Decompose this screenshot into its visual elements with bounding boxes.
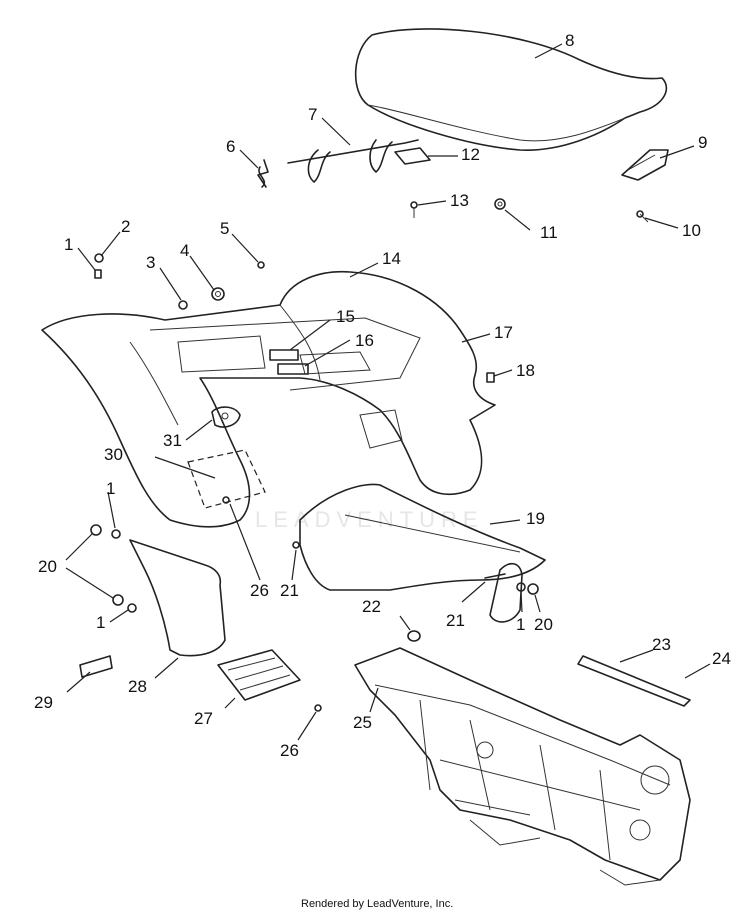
callout-10: 10 — [682, 221, 701, 240]
callout-22: 22 — [362, 597, 381, 616]
screw-10 — [636, 210, 649, 223]
fastener-1-top — [94, 269, 102, 279]
callout-6: 6 — [226, 137, 235, 156]
callout-15: 15 — [336, 307, 355, 326]
callout-2: 2 — [121, 217, 130, 236]
washer-20-bottom — [112, 594, 124, 606]
callout-1-right: 1 — [516, 615, 525, 634]
callout-21-left: 21 — [280, 581, 299, 600]
rear-fender-body — [41, 270, 496, 528]
screw-13 — [410, 201, 418, 218]
callout-17: 17 — [494, 323, 513, 342]
leader-lines — [65, 43, 711, 741]
callout-3: 3 — [146, 253, 155, 272]
callout-31: 31 — [163, 431, 182, 450]
washer-1-top — [111, 529, 121, 539]
callout-25: 25 — [353, 713, 372, 732]
callout-labels: 1 2 3 4 5 6 7 8 9 10 11 12 13 14 15 16 1… — [34, 31, 731, 760]
brace-23 — [577, 655, 691, 707]
callout-23: 23 — [652, 635, 671, 654]
bushing-22 — [407, 630, 421, 642]
screw-21-right — [484, 573, 506, 579]
screw-21-left — [292, 541, 300, 549]
callout-24: 24 — [712, 649, 731, 668]
callout-1-bottom: 1 — [96, 613, 105, 632]
callout-14: 14 — [382, 249, 401, 268]
callout-7: 7 — [308, 105, 317, 124]
callout-29: 29 — [34, 693, 53, 712]
seat — [354, 28, 668, 151]
part-29 — [79, 655, 113, 678]
part-31 — [211, 406, 241, 428]
callout-11: 11 — [540, 223, 558, 242]
callout-26-lower: 26 — [280, 741, 299, 760]
callout-8: 8 — [565, 31, 574, 50]
callout-26-upper: 26 — [250, 581, 269, 600]
callout-28: 28 — [128, 677, 147, 696]
screw-26-upper — [222, 496, 230, 504]
callout-1-left: 1 — [106, 479, 115, 498]
fastener-4 — [211, 287, 225, 301]
footrest — [217, 649, 301, 701]
callout-9: 9 — [698, 133, 707, 152]
callout-27: 27 — [194, 709, 213, 728]
callout-19: 19 — [526, 509, 545, 528]
fastener-3 — [178, 300, 188, 310]
latch-plate — [394, 147, 431, 165]
fastener-2 — [94, 253, 104, 263]
frame — [354, 647, 691, 886]
callout-21-right: 21 — [446, 611, 465, 630]
callout-20-right: 20 — [534, 615, 553, 634]
latch-rod — [287, 139, 419, 183]
callout-16: 16 — [355, 331, 374, 350]
fastener-18 — [486, 372, 495, 383]
rear-fender-lower — [299, 483, 546, 591]
washer-1-right — [516, 582, 526, 592]
mud-flap — [129, 539, 226, 657]
callout-30: 30 — [104, 445, 123, 464]
spring — [257, 159, 269, 188]
screw-26-lower — [314, 704, 322, 712]
decal-outline — [187, 449, 266, 509]
right-mount-bracket — [489, 562, 523, 623]
fastener-5 — [257, 261, 265, 269]
callout-13: 13 — [450, 191, 469, 210]
seat-bracket — [621, 149, 669, 181]
washer-1-bottom — [127, 603, 137, 613]
washer-20-right — [527, 583, 539, 595]
callout-4: 4 — [180, 241, 189, 260]
callout-5: 5 — [220, 219, 229, 238]
bracket-15 — [269, 349, 299, 361]
washer-20-top — [90, 524, 102, 536]
callout-1-top: 1 — [64, 235, 73, 254]
nut-11 — [494, 198, 506, 210]
callout-20-left: 20 — [38, 557, 57, 576]
bracket-16 — [277, 363, 309, 375]
footer-credit: Rendered by LeadVenture, Inc. — [301, 898, 453, 910]
callout-12: 12 — [461, 145, 480, 164]
callout-18: 18 — [516, 361, 535, 380]
